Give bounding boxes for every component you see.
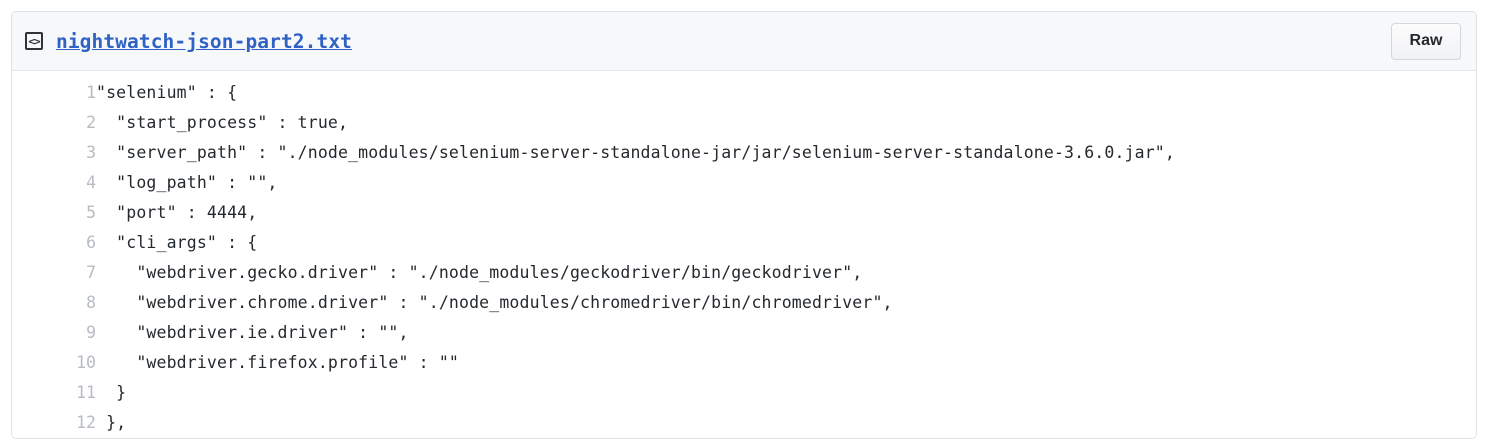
code-file-icon: <>: [25, 32, 43, 50]
line-content[interactable]: },: [96, 413, 127, 432]
code-line: 10 "webdriver.firefox.profile" : "": [12, 348, 1476, 378]
code-line: 8 "webdriver.chrome.driver" : "./node_mo…: [12, 288, 1476, 318]
line-number[interactable]: 2: [86, 113, 96, 132]
line-number[interactable]: 11: [76, 383, 96, 402]
raw-button[interactable]: Raw: [1391, 22, 1461, 60]
line-number[interactable]: 7: [86, 263, 96, 282]
file-blob-container: <> nightwatch-json-part2.txt Raw 1"selen…: [11, 11, 1477, 439]
line-content[interactable]: }: [96, 383, 127, 402]
code-line: 11 }: [12, 378, 1476, 408]
line-content[interactable]: "start_process" : true,: [96, 113, 349, 132]
line-content[interactable]: "webdriver.firefox.profile" : "": [96, 353, 460, 372]
code-line: 6 "cli_args" : {: [12, 228, 1476, 258]
code-rows: 1"selenium" : {2 "start_process" : true,…: [12, 78, 1476, 438]
line-number[interactable]: 6: [86, 233, 96, 252]
line-content[interactable]: "webdriver.ie.driver" : "",: [96, 323, 409, 342]
line-number[interactable]: 4: [86, 173, 96, 192]
line-number[interactable]: 1: [86, 83, 96, 102]
code-line: 4 "log_path" : "",: [12, 168, 1476, 198]
line-number[interactable]: 8: [86, 293, 96, 312]
code-table: 1"selenium" : {2 "start_process" : true,…: [12, 78, 1476, 438]
code-line: 2 "start_process" : true,: [12, 108, 1476, 138]
line-number[interactable]: 9: [86, 323, 96, 342]
code-line: 1"selenium" : {: [12, 78, 1476, 108]
code-line: 9 "webdriver.ie.driver" : "",: [12, 318, 1476, 348]
line-number[interactable]: 5: [86, 203, 96, 222]
code-line: 5 "port" : 4444,: [12, 198, 1476, 228]
line-number[interactable]: 12: [76, 413, 96, 432]
line-content[interactable]: "selenium" : {: [96, 83, 238, 102]
line-content[interactable]: "log_path" : "",: [96, 173, 278, 192]
code-body: 1"selenium" : {2 "start_process" : true,…: [12, 71, 1476, 438]
line-number[interactable]: 10: [76, 353, 96, 372]
line-content[interactable]: "server_path" : "./node_modules/selenium…: [96, 143, 1175, 162]
line-content[interactable]: "port" : 4444,: [96, 203, 258, 222]
file-header: <> nightwatch-json-part2.txt Raw: [12, 12, 1476, 71]
line-content[interactable]: "webdriver.gecko.driver" : "./node_modul…: [96, 263, 863, 282]
code-line: 12 },: [12, 408, 1476, 438]
code-line: 7 "webdriver.gecko.driver" : "./node_mod…: [12, 258, 1476, 288]
line-number[interactable]: 3: [86, 143, 96, 162]
code-line: 3 "server_path" : "./node_modules/seleni…: [12, 138, 1476, 168]
line-content[interactable]: "webdriver.chrome.driver" : "./node_modu…: [96, 293, 893, 312]
file-name-link[interactable]: nightwatch-json-part2.txt: [56, 29, 352, 53]
line-content[interactable]: "cli_args" : {: [96, 233, 258, 252]
